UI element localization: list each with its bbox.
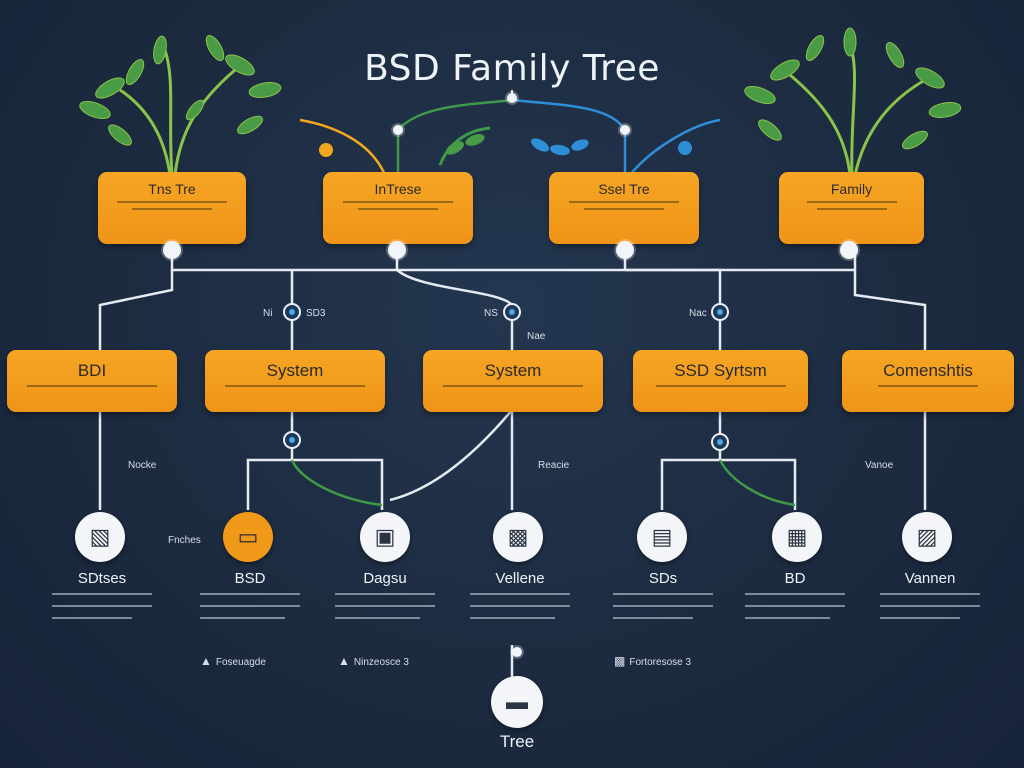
doc-icon: ▲ (338, 654, 350, 668)
tiny-label: Reacie (538, 460, 570, 471)
leaf-text-lines (200, 593, 300, 629)
center-sprouts (319, 126, 692, 166)
junction-node (620, 125, 630, 135)
pin-icon (711, 303, 729, 321)
monitor-icon[interactable]: ▣ (360, 512, 410, 562)
subnote-2: ▲Ninzeosce 3 (338, 654, 409, 668)
tiny-label: Vanoe (865, 460, 894, 471)
top-box-4-label: Family (830, 181, 873, 197)
leaf-label: SDs (648, 570, 678, 587)
junction-node (512, 647, 522, 657)
pin-icon (283, 431, 301, 449)
top-box-2-label: InTrese (374, 181, 422, 197)
junction-node (393, 125, 403, 135)
root-label: Tree (499, 732, 535, 751)
tiny-label: NS (484, 308, 498, 319)
junction-node (388, 241, 406, 259)
pin-icon (503, 303, 521, 321)
tiny-label: Nae (527, 331, 546, 342)
mid-box-4-label: SSD Syrtsm (674, 361, 767, 380)
left-plant-art (79, 35, 282, 176)
leaf-text-lines (745, 593, 845, 629)
leaf-label: BSD (234, 570, 266, 587)
leaf-label: Vellene (495, 570, 545, 587)
leaf-label: Vannen (904, 570, 956, 587)
leaf-text-lines (880, 593, 980, 629)
top-box-4[interactable]: Family (779, 172, 924, 244)
device-icon[interactable]: ▨ (902, 512, 952, 562)
leaf-text-lines (613, 593, 713, 629)
tiny-label: SD3 (306, 308, 326, 319)
junction-node (163, 241, 181, 259)
junction-node (840, 241, 858, 259)
mid-box-2[interactable]: System (205, 350, 385, 412)
robot-icon[interactable]: ▩ (493, 512, 543, 562)
top-box-1-label: Tns Tre (148, 181, 196, 197)
top-box-3-label: Ssel Tre (598, 181, 650, 197)
subnote-1: ▲Foseuagde (200, 654, 266, 668)
doc-icon: ▲ (200, 654, 212, 668)
leaf-label: SDtses (77, 570, 127, 587)
mid-box-5[interactable]: Comenshtis (842, 350, 1014, 412)
top-box-3[interactable]: Ssel Tre (549, 172, 699, 244)
leaf-label: BD (784, 570, 806, 587)
top-box-2[interactable]: InTrese (323, 172, 473, 244)
mid-box-3[interactable]: System (423, 350, 603, 412)
pin-icon (283, 303, 301, 321)
leaf-text-lines (335, 593, 435, 629)
top-box-1[interactable]: Tns Tre (98, 172, 246, 244)
tiny-label: Ni (263, 308, 273, 319)
tiny-label: Fnches (168, 535, 201, 546)
terminal-icon[interactable]: ▭ (223, 512, 273, 562)
mid-box-1-label: BDI (77, 361, 107, 380)
junction-node (507, 93, 517, 103)
tiny-label: Nocke (128, 460, 157, 471)
right-plant-art (744, 27, 962, 176)
server-icon[interactable]: ▤ (637, 512, 687, 562)
printer-icon[interactable]: ▬ (491, 676, 543, 728)
mid-box-5-label: Comenshtis (883, 361, 973, 380)
diagram-title: BSD Family Tree (364, 48, 660, 89)
mid-box-4[interactable]: SSD Syrtsm (633, 350, 808, 412)
keyboard-icon[interactable]: ▦ (772, 512, 822, 562)
leaf-label: Dagsu (363, 570, 407, 587)
leaf-text-lines (470, 593, 570, 629)
junction-node (616, 241, 634, 259)
monitor-icon[interactable]: ▧ (75, 512, 125, 562)
mid-box-1[interactable]: BDI (7, 350, 177, 412)
doc-icon: ▩ (614, 654, 626, 668)
subnote-3: ▩Fortoresose 3 (614, 654, 692, 668)
leaf-text-lines (52, 593, 152, 629)
tiny-label: Nac (689, 308, 707, 319)
pin-icon (711, 433, 729, 451)
mid-box-2-label: System (266, 361, 324, 380)
mid-box-3-label: System (484, 361, 542, 380)
